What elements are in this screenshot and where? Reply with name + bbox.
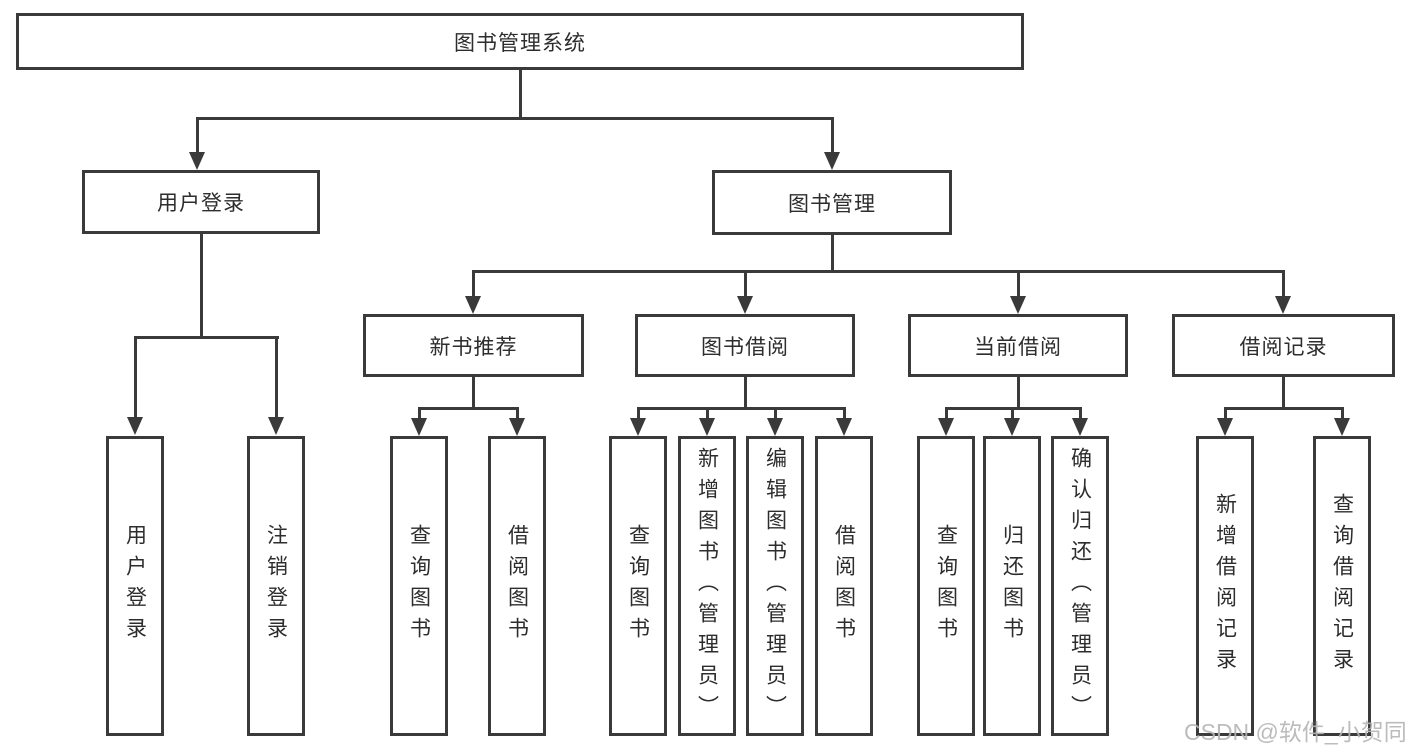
arrow-down (411, 409, 427, 436)
leaf-borrow-books: 借阅图书 (815, 436, 873, 736)
arrow-down (1334, 409, 1350, 436)
connector-line (195, 117, 834, 120)
connector-line (199, 234, 203, 338)
arrow-down (1275, 272, 1291, 314)
connector-line (417, 407, 519, 410)
leaf-edit-books-admin: 编辑图书（管理员） (746, 436, 804, 736)
node-label: 借阅记录 (1239, 335, 1328, 359)
arrow-down (938, 409, 954, 436)
node-new-book-recommend: 新书推荐 (363, 314, 584, 377)
arrow-down (737, 272, 753, 314)
node-user-login: 用户登录 (82, 170, 320, 234)
connector-line (471, 270, 1285, 273)
connector-line (133, 336, 279, 339)
connector-line (636, 407, 846, 410)
arrow-down (1072, 409, 1088, 436)
node-label: 图书管理 (788, 192, 876, 216)
connector-line (1223, 407, 1344, 410)
node-label: 用户登录 (157, 192, 245, 215)
connector-line (471, 377, 475, 409)
connector-line (1281, 377, 1285, 409)
node-book-management: 图书管理 (712, 170, 952, 235)
node-current-borrowing: 当前借阅 (908, 314, 1128, 377)
connector-line (830, 235, 834, 272)
connector-line (518, 70, 522, 119)
leaf-user-login: 用户登录 (106, 436, 164, 736)
leaf-label: 查询图书 (407, 524, 431, 648)
arrow-down (268, 338, 284, 435)
arrow-down (189, 119, 205, 170)
node-book-borrowing: 图书借阅 (635, 314, 855, 377)
arrow-down (509, 409, 525, 436)
node-label: 新书推荐 (429, 335, 518, 359)
leaf-query-books: 查询图书 (609, 436, 667, 736)
leaf-label: 确认归还（管理员） (1068, 446, 1092, 726)
arrow-down (127, 338, 143, 435)
arrow-down (465, 272, 481, 314)
leaf-label: 查询借阅记录 (1330, 493, 1354, 679)
arrow-down (824, 119, 840, 170)
connector-line (743, 377, 747, 409)
leaf-query-borrow-record: 查询借阅记录 (1313, 436, 1371, 736)
connector-line (1016, 377, 1020, 409)
node-label: 图书借阅 (701, 335, 789, 359)
leaf-label: 查询图书 (626, 524, 650, 648)
leaf-label: 编辑图书（管理员） (763, 446, 787, 726)
node-root-library-system: 图书管理系统 (16, 13, 1024, 70)
csdn-watermark: CSDN @软件_小贺同学 (1184, 719, 1405, 745)
leaf-query-books: 查询图书 (917, 436, 975, 736)
arrow-down (767, 409, 783, 436)
leaf-label: 归还图书 (1000, 524, 1024, 648)
leaf-label: 查询图书 (934, 524, 958, 648)
arrow-down (699, 409, 715, 436)
node-borrowing-records: 借阅记录 (1172, 314, 1395, 377)
arrow-down (630, 409, 646, 436)
leaf-label: 新增图书（管理员） (695, 446, 719, 726)
leaf-add-books-admin: 新增图书（管理员） (678, 436, 736, 736)
arrow-down (1004, 409, 1020, 436)
leaf-query-books: 查询图书 (390, 436, 448, 736)
arrow-down (1217, 409, 1233, 436)
node-label: 图书管理系统 (454, 31, 586, 55)
arrow-down (1010, 272, 1026, 314)
leaf-confirm-return-admin: 确认归还（管理员） (1051, 436, 1109, 736)
leaf-label: 借阅图书 (505, 524, 529, 648)
leaf-label: 借阅图书 (832, 524, 856, 648)
arrow-down (836, 409, 852, 436)
leaf-return-books: 归还图书 (983, 436, 1041, 736)
leaf-logout: 注销登录 (247, 436, 305, 736)
leaf-label: 注销登录 (264, 524, 288, 648)
leaf-label: 新增借阅记录 (1213, 493, 1237, 679)
leaf-add-borrow-record: 新增借阅记录 (1196, 436, 1254, 736)
node-label: 当前借阅 (974, 335, 1062, 359)
connector-line (944, 407, 1082, 410)
leaf-borrow-books: 借阅图书 (488, 436, 546, 736)
leaf-label: 用户登录 (123, 524, 147, 648)
